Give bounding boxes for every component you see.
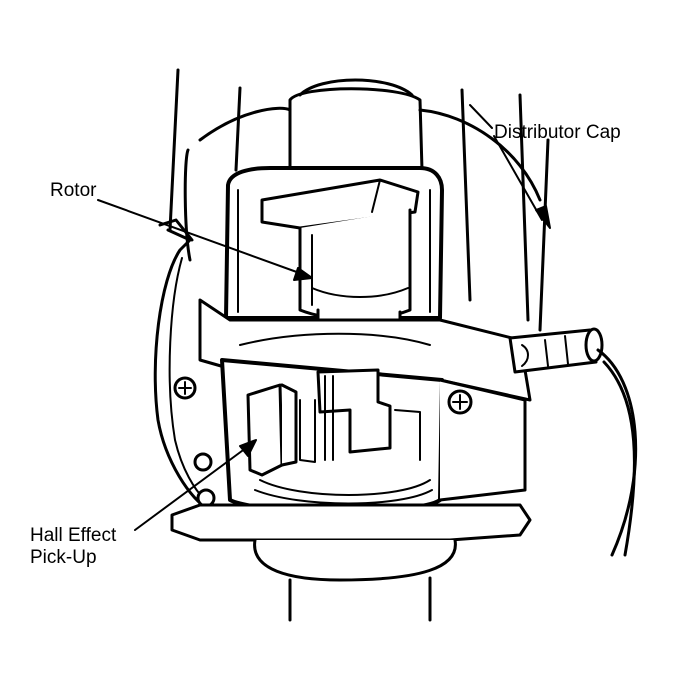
label-distributor-cap: Distributor Cap [494, 122, 621, 143]
label-rotor: Rotor [50, 180, 97, 201]
screws [175, 378, 471, 506]
label-hall-effect-line1: Hall Effect [30, 525, 117, 546]
arrow-hall-effect [135, 445, 250, 530]
base-flange [172, 505, 530, 620]
arrow-distributor-cap [494, 136, 542, 220]
arrowhead-rotor [294, 268, 312, 280]
distributor-cap [185, 80, 540, 260]
hall-effect-pickup [248, 370, 420, 475]
arrow-rotor [98, 200, 305, 275]
label-hall-effect-pickup: Hall Effect Pick-Up [30, 525, 116, 569]
wire-connector [510, 329, 636, 555]
label-hall-effect-line2: Pick-Up [30, 547, 97, 568]
arrow-distributor-cap-line [470, 105, 492, 128]
housing-outline [170, 70, 548, 330]
leader-arrows [98, 105, 550, 530]
arrowhead-distributor-cap [536, 206, 550, 228]
arrowhead-hall-effect [240, 440, 256, 456]
